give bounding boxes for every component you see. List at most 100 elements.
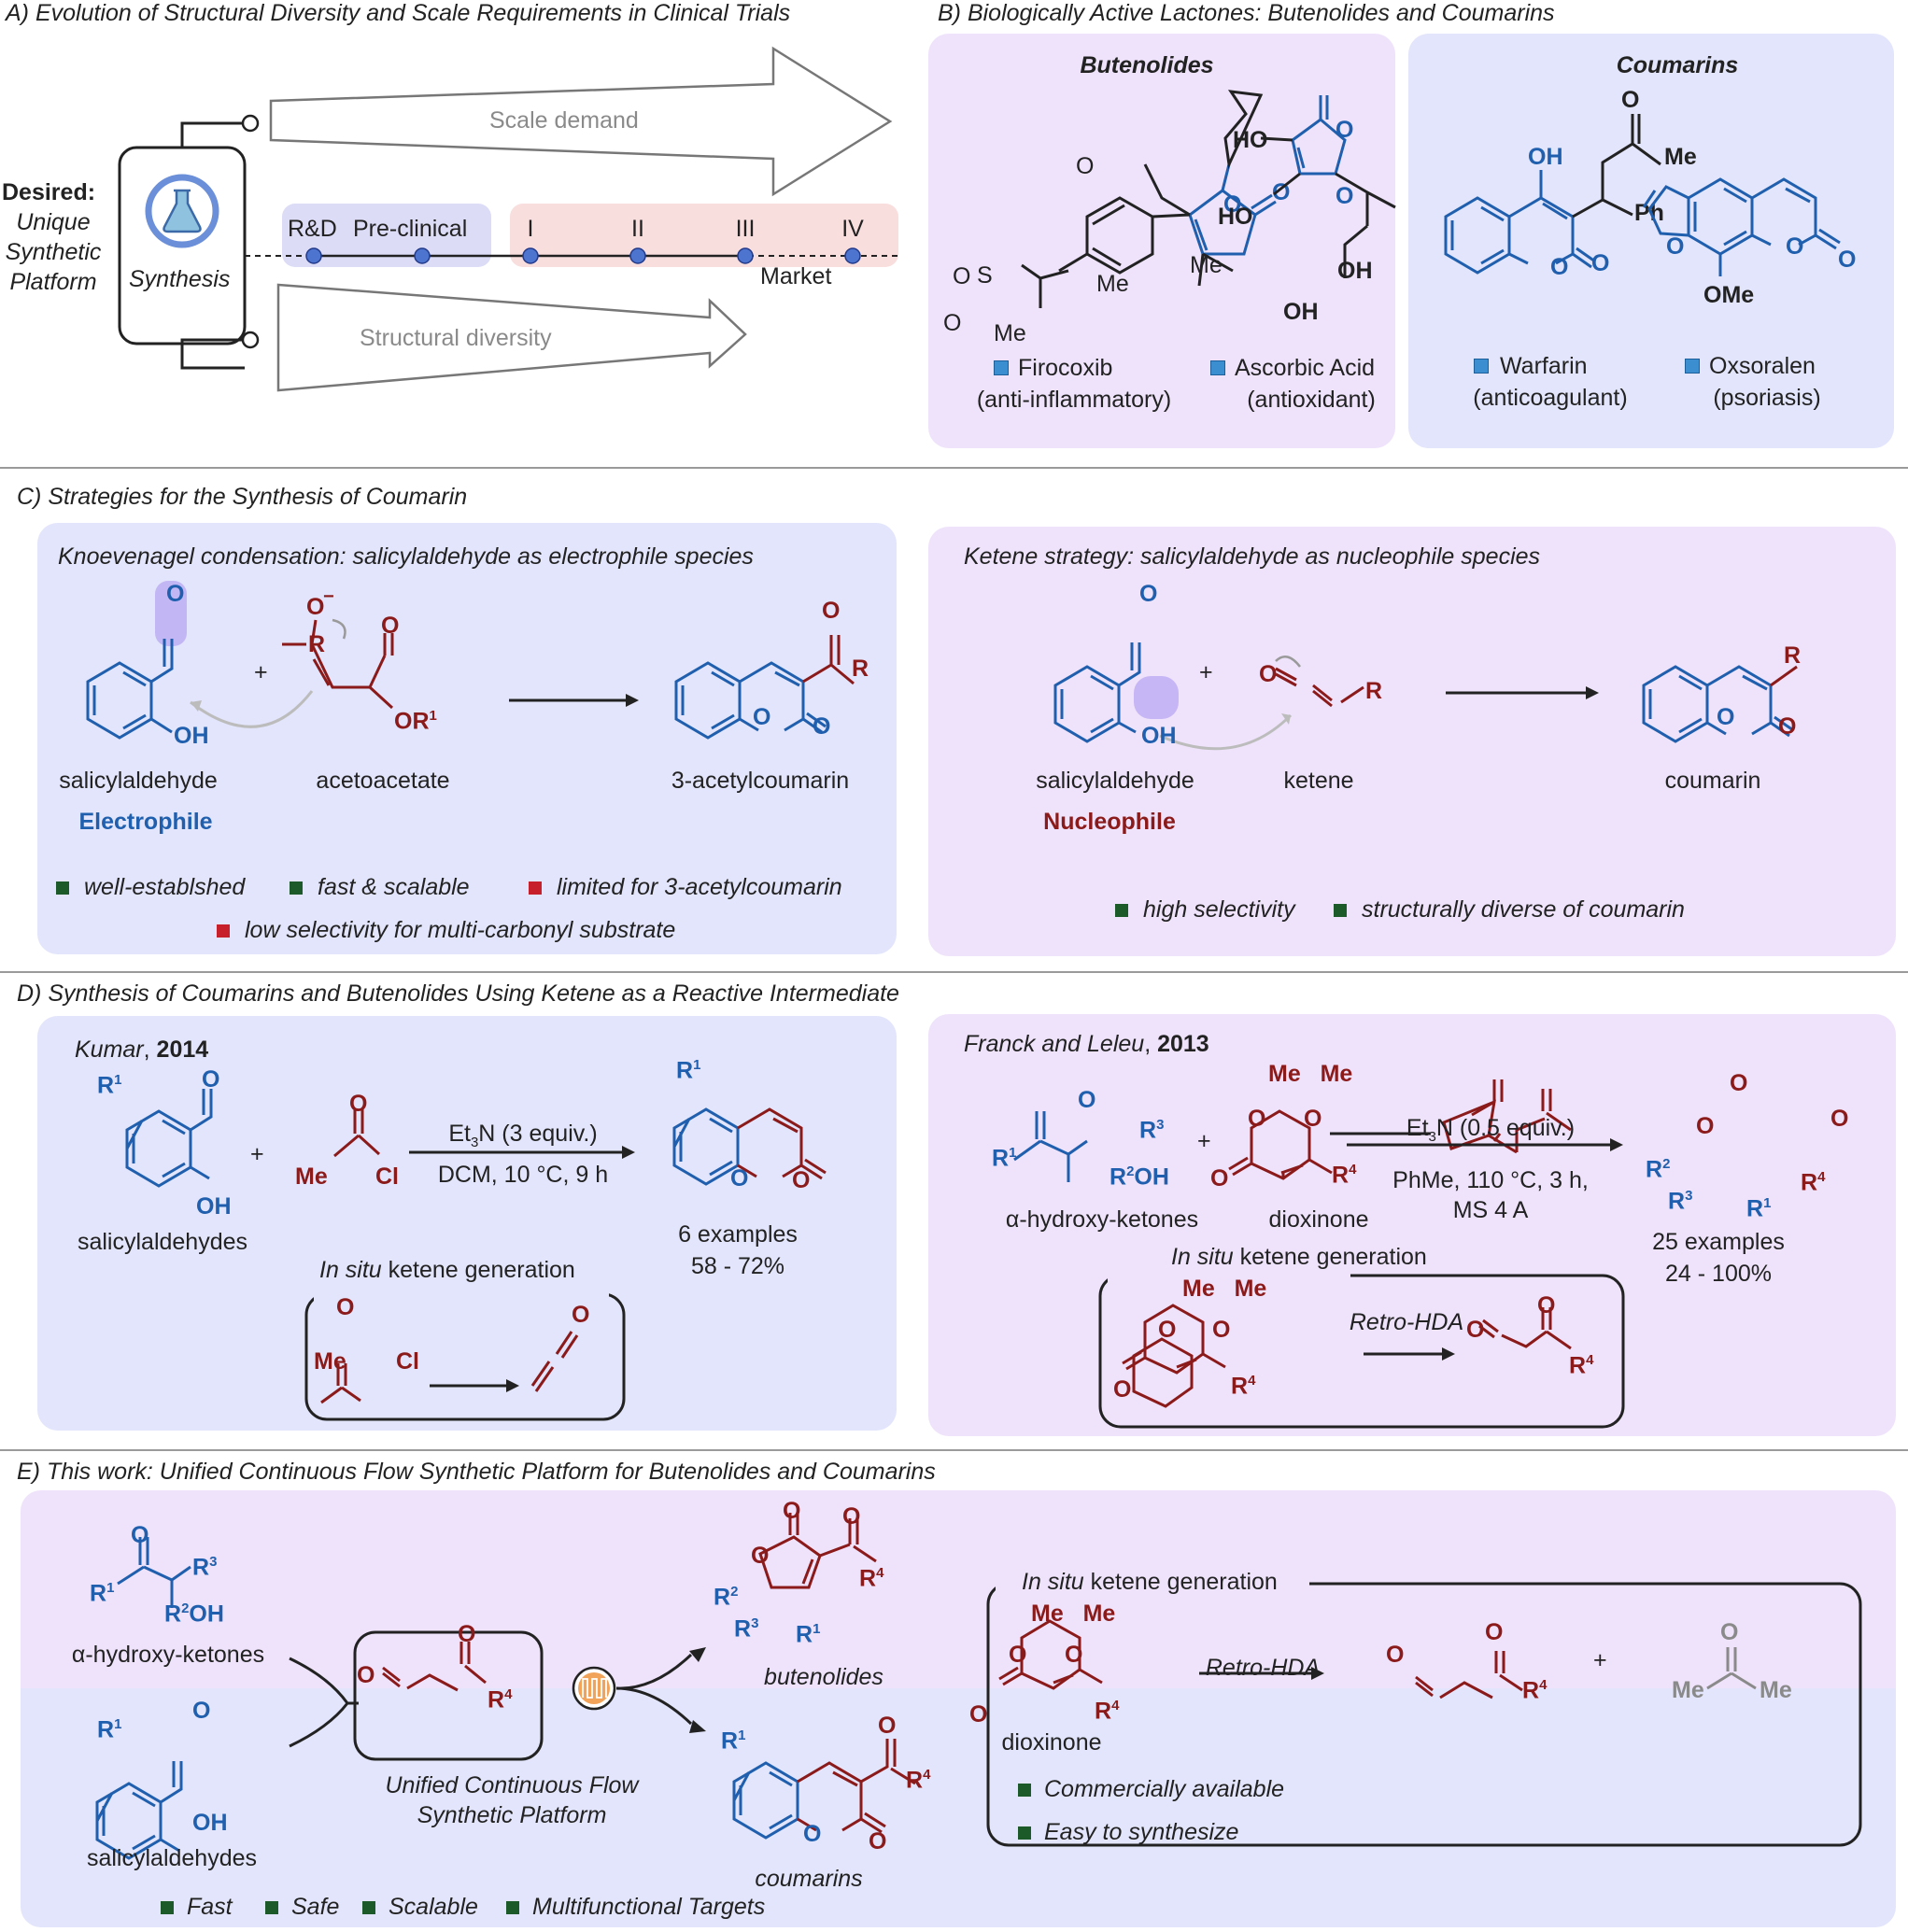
r1-label: R1 bbox=[676, 1057, 701, 1084]
atom-label: O bbox=[1304, 1106, 1322, 1132]
atom-label: OH bbox=[1283, 299, 1319, 325]
feature-commercially-available: Commercially available bbox=[1044, 1776, 1285, 1802]
feature-fast: Fast bbox=[187, 1894, 233, 1920]
pro-bullet bbox=[56, 881, 69, 895]
atom-label: O bbox=[792, 1167, 811, 1193]
coumarin-label: coumarin bbox=[1664, 768, 1761, 794]
panel-b-title: B) Biologically Active Lactones: Butenol… bbox=[938, 0, 1555, 26]
atom-label: O bbox=[1336, 183, 1354, 209]
separator-ab-c bbox=[0, 467, 1908, 469]
ketene-strategy-heading: Ketene strategy: salicylaldehyde as nucl… bbox=[964, 543, 1541, 570]
synthesis-box-label: Synthesis bbox=[129, 266, 231, 292]
butenolides-heading: Butenolides bbox=[1080, 52, 1214, 78]
clinical-phase-band bbox=[510, 204, 898, 267]
dimethyl-label: Me Me bbox=[1182, 1276, 1267, 1302]
atom-label: O bbox=[349, 1091, 368, 1117]
ascorbic-use: (antioxidant) bbox=[1247, 387, 1376, 413]
atom-label: R bbox=[852, 656, 869, 682]
atom-label: O bbox=[1009, 1642, 1027, 1668]
firocoxib-bullet bbox=[994, 360, 1009, 375]
r1-label: R1 bbox=[721, 1728, 746, 1755]
feature-bullet bbox=[265, 1901, 278, 1914]
dimethyl-label: Me Me bbox=[1031, 1601, 1116, 1627]
nucleophile-label: Nucleophile bbox=[1043, 809, 1176, 835]
salicylaldehydes-label: salicylaldehydes bbox=[77, 1229, 248, 1255]
atom-label: Me bbox=[1664, 144, 1697, 170]
atom-label: Cl bbox=[396, 1348, 419, 1375]
coumarins-label-e: coumarins bbox=[755, 1866, 863, 1892]
atom-label: R bbox=[1784, 642, 1802, 669]
kumar-insitu-label: In situ ketene generation bbox=[319, 1257, 575, 1283]
pro-bullet bbox=[290, 881, 303, 895]
atom-label: O bbox=[1386, 1642, 1405, 1668]
coumarin-band bbox=[21, 1688, 1896, 1927]
feature-bullet bbox=[1018, 1784, 1031, 1797]
atom-label: O bbox=[803, 1821, 822, 1847]
ascorbic-acid-structure bbox=[1260, 95, 1396, 278]
atom-label: O bbox=[943, 310, 962, 336]
franck-conditions-2: PhMe, 110 °C, 3 h, bbox=[1392, 1167, 1589, 1193]
atom-label: HO bbox=[1218, 204, 1253, 230]
pro-fast-scalable: fast & scalable bbox=[318, 874, 470, 900]
atom-label: OH bbox=[192, 1810, 228, 1836]
atom-label: O bbox=[1666, 233, 1685, 260]
r4-label: R4 bbox=[1569, 1352, 1594, 1379]
dimethyl-label: Me Me bbox=[1268, 1061, 1353, 1087]
atom-label: O bbox=[953, 263, 971, 289]
atom-label: O bbox=[202, 1066, 220, 1093]
oxsoralen-use: (psoriasis) bbox=[1713, 385, 1821, 411]
atom-label: O bbox=[1830, 1106, 1849, 1132]
atom-label: O bbox=[1485, 1619, 1504, 1645]
ketene-strategy-scheme bbox=[1053, 642, 1798, 751]
panel-a-graphic bbox=[118, 46, 898, 392]
salicylaldehyde-label: salicylaldehyde bbox=[59, 768, 218, 794]
atom-label: O bbox=[306, 594, 325, 620]
panel-c-title: C) Strategies for the Synthesis of Couma… bbox=[17, 484, 468, 510]
atom-label: Ph bbox=[1634, 200, 1664, 226]
atom-label: HO bbox=[1233, 127, 1268, 153]
acetoacetate-label: acetoacetate bbox=[316, 768, 450, 794]
r1-label: R1 bbox=[90, 1580, 115, 1607]
atom-label: O bbox=[381, 613, 400, 639]
coumarins-heading: Coumarins bbox=[1616, 52, 1739, 78]
atom-label: O bbox=[1778, 713, 1797, 740]
feature-safe: Safe bbox=[291, 1894, 340, 1920]
plus-sign: + bbox=[254, 659, 268, 685]
separator-d-e bbox=[0, 1449, 1908, 1451]
atom-label: O bbox=[1113, 1376, 1132, 1403]
atom-label: O bbox=[192, 1698, 211, 1724]
phase-2: II bbox=[631, 216, 644, 242]
phase-4: IV bbox=[841, 216, 864, 242]
atom-label: O bbox=[1696, 1113, 1715, 1139]
atom-label: O bbox=[1158, 1317, 1177, 1343]
con-low-selectivity: low selectivity for multi-carbonyl subst… bbox=[245, 917, 676, 943]
stage-rd: R&D bbox=[288, 216, 337, 242]
r4-label: R4 bbox=[1801, 1169, 1826, 1196]
atom-label: O bbox=[1786, 233, 1804, 260]
feature-easy-to-synthesize: Easy to synthesize bbox=[1044, 1819, 1239, 1845]
oxsoralen-name: Oxsoralen bbox=[1709, 353, 1816, 379]
atom-label: R bbox=[308, 631, 326, 657]
r3-label: R3 bbox=[734, 1615, 759, 1643]
atom-label: O bbox=[1139, 581, 1158, 607]
atom-label: O bbox=[969, 1701, 988, 1728]
atom-label: O bbox=[1065, 1642, 1083, 1668]
r2-label: R2 bbox=[1646, 1156, 1671, 1183]
rd-phase-band bbox=[282, 204, 491, 267]
r2-label: R2 bbox=[714, 1584, 739, 1611]
atom-label: O bbox=[822, 598, 841, 624]
con-bullet bbox=[217, 924, 230, 938]
r4-label: R4 bbox=[1522, 1677, 1548, 1704]
atom-label: O bbox=[572, 1302, 590, 1328]
timeline-dots bbox=[305, 247, 861, 264]
atom-label: O bbox=[458, 1621, 476, 1647]
atom-label: S bbox=[977, 262, 993, 289]
oxsoralen-structure bbox=[1642, 177, 1841, 276]
r4-label: R4 bbox=[906, 1767, 931, 1794]
franck-insitu-label: In situ ketene generation bbox=[1171, 1244, 1427, 1270]
franck-scheme bbox=[1013, 1079, 1625, 1429]
platform-label-1: Unified Continuous Flow bbox=[385, 1772, 639, 1798]
atom-label: O bbox=[1550, 254, 1569, 280]
separator-c-d bbox=[0, 971, 1908, 973]
con-limited: limited for 3-acetylcoumarin bbox=[557, 874, 842, 900]
